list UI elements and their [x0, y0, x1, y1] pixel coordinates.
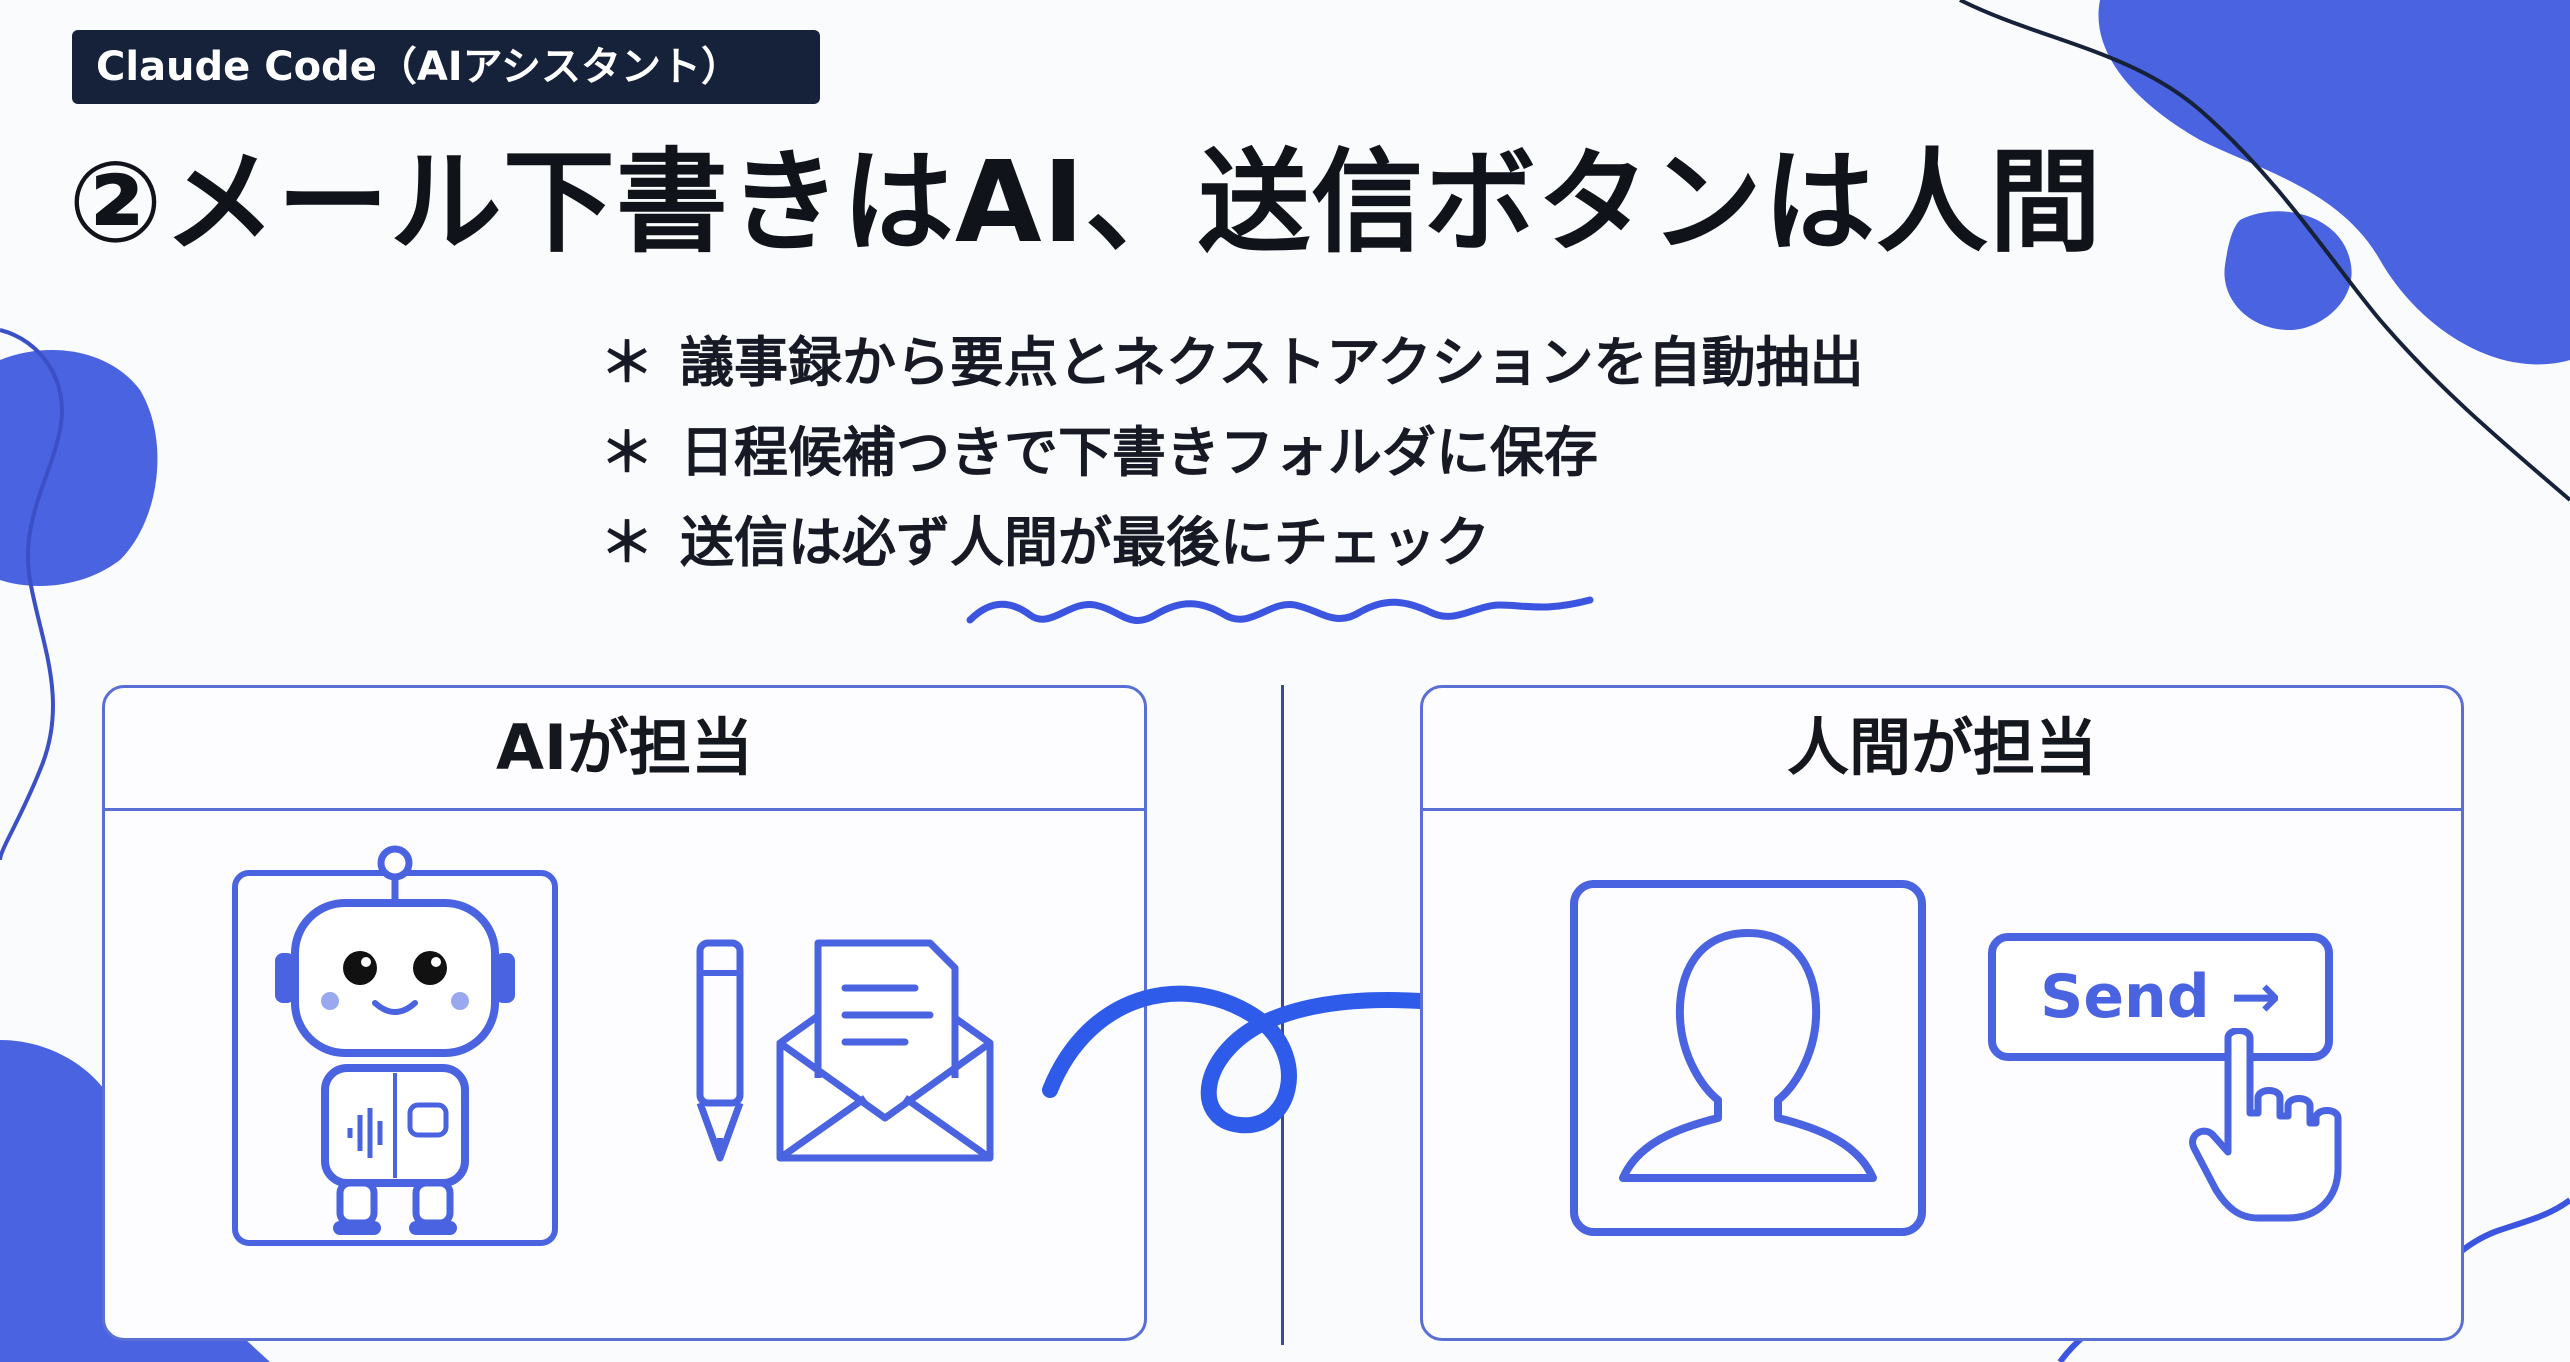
underline-squiggle [966, 596, 1594, 624]
bullet-item: ＊ 送信は必ず人間が最後にチェック [600, 498, 1864, 588]
bullet-text: 送信は必ず人間が最後にチェック [680, 511, 1490, 574]
category-tag: Claude Code（AIアシスタント） [72, 30, 820, 104]
bullet-text: 議事録から要点とネクストアクションを自動抽出 [680, 331, 1864, 394]
left-line [0, 328, 64, 861]
ai-panel-title: AIが担当 [105, 688, 1144, 811]
send-button-label: Send → [2040, 962, 2281, 1032]
ai-responsibility-panel: AIが担当 [102, 685, 1147, 1341]
top-right-blob [2098, 0, 2570, 365]
pencil-icon [696, 939, 744, 1162]
human-panel-title: 人間が担当 [1423, 688, 2461, 811]
robot-icon [232, 845, 558, 1246]
right-small-blob [2224, 211, 2352, 330]
bullet-marker: ＊ [600, 421, 654, 484]
mail-envelope-icon [776, 939, 994, 1162]
human-responsibility-panel: 人間が担当 Send → [1420, 685, 2464, 1341]
bullet-marker: ＊ [600, 511, 654, 574]
person-icon [1570, 880, 1926, 1236]
page-title: ②メール下書きはAI、送信ボタンは人間 [68, 138, 2103, 268]
bullet-item: ＊ 議事録から要点とネクストアクションを自動抽出 [600, 318, 1864, 408]
bullet-text: 日程候補つきで下書きフォルダに保存 [680, 421, 1598, 484]
left-blob [0, 350, 158, 586]
bullet-list: ＊ 議事録から要点とネクストアクションを自動抽出 ＊ 日程候補つきで下書きフォルダに… [600, 318, 1864, 588]
send-button-icon: Send → [1988, 933, 2333, 1061]
bullet-item: ＊ 日程候補つきで下書きフォルダに保存 [600, 408, 1864, 498]
pointing-hand-icon [2189, 1028, 2342, 1222]
bullet-marker: ＊ [600, 331, 654, 394]
